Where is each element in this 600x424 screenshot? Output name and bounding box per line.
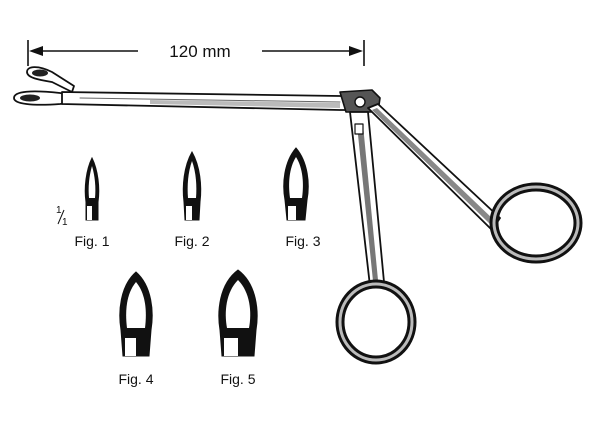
- joint-screw: [354, 96, 366, 108]
- figure-1-shank-light: [87, 206, 92, 220]
- rear-finger-ring-highlight: [492, 185, 580, 261]
- figure-1-label: Fig. 1: [74, 233, 109, 249]
- figure-4-shank-light: [125, 338, 136, 356]
- figure-4-jaw: [119, 271, 153, 357]
- figure-5-shank-light: [224, 338, 238, 356]
- upper-jaw-cup: [32, 69, 48, 77]
- scale-marker: 1 1: [56, 205, 68, 228]
- shaft-highlight: [79, 97, 341, 103]
- scale-fraction-slash: [57, 209, 65, 225]
- figure-4-opening: [126, 282, 146, 328]
- scale-numerator: 1: [56, 205, 62, 216]
- front-handle-slot: [354, 123, 364, 135]
- figure-5-label: Fig. 5: [220, 371, 255, 387]
- front-handle-shading: [357, 125, 378, 281]
- shaft-shading: [150, 100, 340, 108]
- figure-3-opening: [289, 157, 303, 198]
- figure-5-jaw: [218, 269, 258, 357]
- figure-1-jaw: [84, 156, 100, 221]
- lower-jaw-cup: [20, 94, 40, 102]
- scale-denominator: 1: [62, 217, 68, 228]
- rear-handle-shading: [372, 108, 494, 224]
- instrument: [13, 66, 583, 365]
- figure-1-opening: [88, 166, 96, 198]
- dimension-label: 120 mm: [169, 42, 230, 61]
- front-finger-ring-highlight: [338, 282, 414, 362]
- figure-2-opening: [187, 161, 197, 198]
- figure-2-label: Fig. 2: [174, 233, 209, 249]
- dimension-left-arrowhead: [29, 46, 43, 56]
- figure-3-shank-light: [288, 206, 296, 220]
- dimension-right-arrowhead: [349, 46, 363, 56]
- dimension-line: [27, 40, 365, 66]
- figure-2-jaw: [182, 150, 202, 221]
- figure-2-shank-light: [186, 206, 192, 220]
- figure-4-label: Fig. 4: [118, 371, 153, 387]
- figure-3-jaw: [283, 147, 309, 221]
- figure-5-opening: [225, 280, 251, 328]
- figure-3-label: Fig. 3: [285, 233, 320, 249]
